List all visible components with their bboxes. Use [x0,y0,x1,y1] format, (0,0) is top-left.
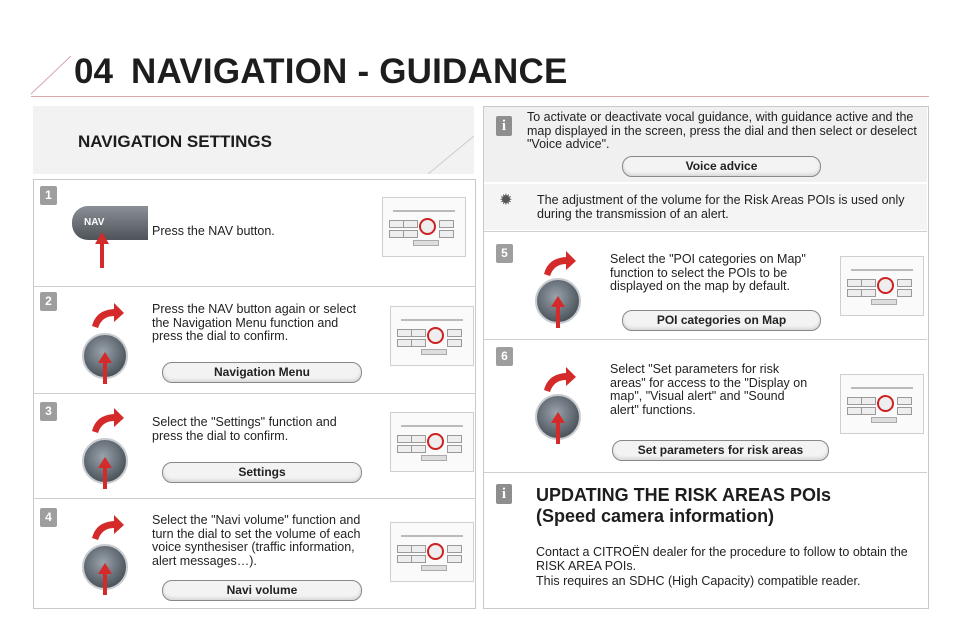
step-text: Press the NAV button again or select the… [152,302,357,343]
arrow-curve-icon [544,251,576,276]
radio-panel-icon [390,522,474,582]
step-number: 6 [496,347,513,366]
step-text: Select the "POI categories on Map" funct… [610,252,806,293]
radio-panel-icon [840,256,924,316]
step-text: Select the "Settings" function and press… [152,415,337,443]
info-icon: i [496,116,512,136]
arrow-curve-icon [92,303,124,328]
arrow-up-icon [98,563,112,595]
row-separator [33,393,476,394]
radio-panel-icon [840,374,924,434]
nav-button-icon: NAV [72,206,148,240]
step-number: 5 [496,244,513,263]
radio-panel-icon [390,412,474,472]
update-title: UPDATING THE RISK AREAS POIs [536,485,832,505]
row-separator [33,498,476,499]
row-separator [484,339,927,340]
page-title: NAVIGATION - GUIDANCE [131,52,568,91]
row-separator [33,286,476,287]
step-text: Select the "Navi volume" function and tu… [152,513,361,568]
left-title-box [33,106,474,174]
chapter-number: 04 [74,52,113,91]
settings-button[interactable]: Settings [162,462,362,483]
arrow-up-icon [95,232,109,268]
update-text: This requires an SDHC (High Capacity) co… [536,574,861,588]
step-number: 4 [40,508,57,527]
arrow-curve-icon [92,408,124,433]
info-icon: i [496,484,512,504]
arrow-up-icon [98,457,112,489]
poi-categories-button[interactable]: POI categories on Map [622,310,821,331]
step-text: Select "Set parameters for risk areas" f… [610,362,808,417]
arrow-up-icon [551,296,565,328]
arrow-curve-icon [544,367,576,392]
header-rule [31,96,929,97]
header-corner [30,55,72,96]
step-number: 1 [40,186,57,205]
step-number: 2 [40,292,57,311]
voice-info-text: To activate or deactivate vocal guidance… [527,110,917,151]
row-separator [484,472,927,473]
arrow-up-icon [98,352,112,384]
sun-icon: ✹ [499,192,513,209]
row-separator [484,231,927,232]
radio-panel-icon [382,197,466,257]
tip-box [484,184,927,230]
step-text: Press the NAV button. [152,224,275,238]
set-risk-parameters-button[interactable]: Set parameters for risk areas [612,440,829,461]
section-title: NAVIGATION SETTINGS [78,132,272,151]
navi-volume-button[interactable]: Navi volume [162,580,362,601]
step-number: 3 [40,402,57,421]
navigation-menu-button[interactable]: Navigation Menu [162,362,362,383]
tip-text: The adjustment of the volume for the Ris… [537,193,905,221]
voice-advice-button[interactable]: Voice advice [622,156,821,177]
update-subtitle: (Speed camera information) [536,506,775,526]
radio-panel-icon [390,306,474,366]
update-text: Contact a CITROËN dealer for the procedu… [536,545,908,573]
arrow-curve-icon [92,515,124,540]
arrow-up-icon [551,412,565,444]
